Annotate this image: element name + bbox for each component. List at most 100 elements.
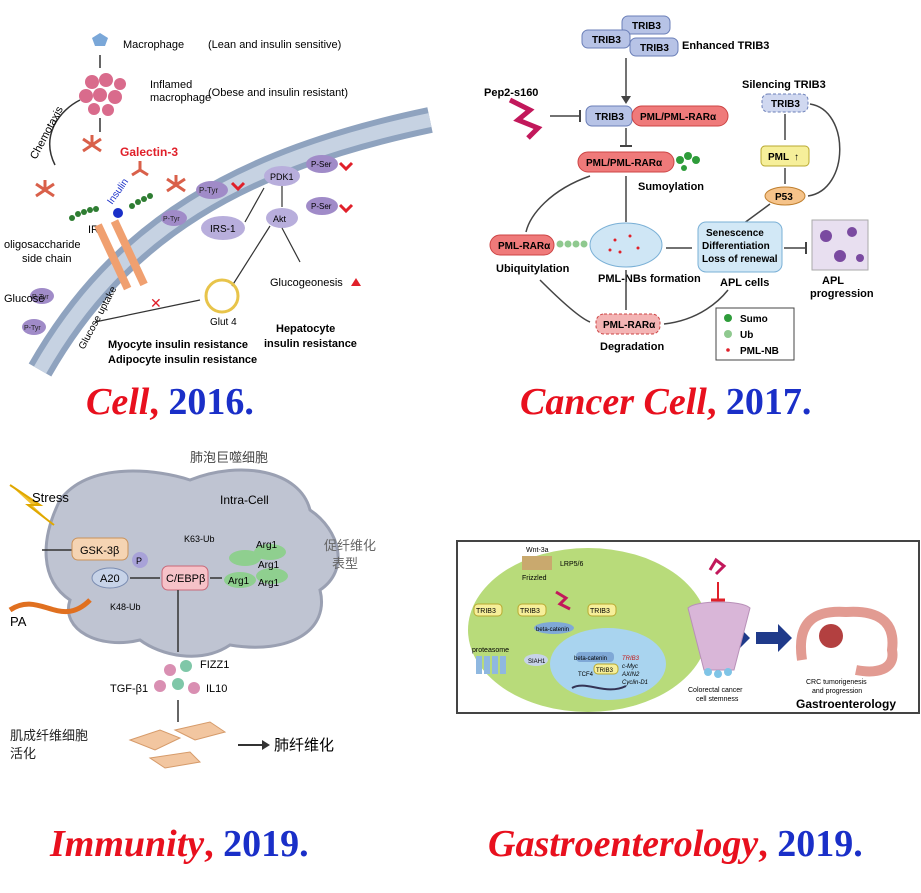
- a20-node: [91, 567, 129, 589]
- profibrotic-label-1: 促纤维化: [324, 538, 376, 553]
- oligo-label-1: oligosaccharide: [4, 239, 80, 251]
- ptyr-label-2: P-Tyr: [163, 216, 180, 223]
- macrophage-label: Macrophage: [123, 39, 184, 51]
- panel-immunity-2019-diagram: 肺泡巨噬细胞 Intra-Cell Stress GSK-3β P A20 C/…: [8, 450, 376, 769]
- stress-label: Stress: [32, 490, 69, 505]
- arg1-label-d: Arg1: [258, 578, 280, 589]
- crc-label-2: and progression: [812, 688, 862, 695]
- fibroblast-icons: [128, 721, 227, 769]
- ub-dots: [556, 240, 588, 248]
- alveolar-macrophage-cell: [44, 468, 340, 658]
- chemotaxis-label: Chemotaxis: [28, 104, 66, 161]
- up-arrow-icon: [351, 278, 361, 286]
- pser-label-2: P-Ser: [311, 202, 332, 211]
- ptyr-node-4: [22, 319, 46, 335]
- peptide-helix-icon: [708, 557, 727, 576]
- pml-rar-complex-node: [631, 105, 729, 127]
- akt-label: Akt: [273, 214, 287, 224]
- galectin-label: Galectin-3: [120, 145, 178, 159]
- sumoylation-label: Sumoylation: [638, 181, 704, 193]
- caption-year: 2019.: [777, 823, 863, 865]
- ubiquitylation-label: Ubiquitylation: [496, 263, 570, 275]
- trib3-silenced-label: TRIB3: [771, 99, 800, 110]
- myofibroblast-label-1: 肌成纤维细胞: [10, 728, 88, 743]
- down-arrow-icon: [338, 203, 354, 214]
- caption-year: 2016.: [168, 381, 254, 423]
- gastro-journal-label: Gastroenterology: [796, 697, 896, 711]
- gsk3b-label: GSK-3β: [80, 545, 119, 557]
- glucose-label: Glucose: [4, 293, 44, 305]
- lrp-label: LRP5/6: [560, 561, 583, 568]
- pser-node-1: [306, 155, 338, 173]
- tumor-icon: [819, 624, 843, 648]
- cytokine-dots: [154, 660, 200, 694]
- phospho-icon: [132, 552, 148, 568]
- receptor-icon: [522, 556, 552, 570]
- gsk3b-node: [71, 537, 129, 561]
- cebpb-node: [161, 565, 209, 591]
- akt-node: [266, 208, 298, 228]
- tcf4-label: TCF4: [578, 672, 594, 678]
- intra-cell-label: Intra-Cell: [220, 493, 269, 507]
- lung-fibrosis-label: 肺纤维化: [274, 737, 334, 754]
- sumo-legend-icon: [724, 314, 732, 322]
- crc-label-1: CRC tumorigenesis: [806, 679, 867, 686]
- pml-rar-complex-label: PML/PML-RARα: [640, 112, 717, 123]
- apl-progression-label-1: APL: [822, 275, 844, 287]
- myofibroblast-label-2: 活化: [10, 746, 36, 761]
- caption-comma: ,: [149, 381, 169, 423]
- ptyr-node-1: [196, 181, 228, 199]
- arg1-label-b: Arg1: [228, 576, 250, 587]
- glucogeonesis-label: Glucogeonesis: [270, 277, 343, 289]
- trib3-cluster: TRIB3 TRIB3 TRIB3: [581, 15, 679, 57]
- glut4-label: Glut 4: [210, 317, 237, 328]
- oligosaccharide-chain-icon: [69, 193, 153, 221]
- hepatocyte-label-2: insulin resistance: [264, 338, 357, 350]
- panel-cell-2016-diagram: Macrophage (Lean and insulin sensitive) …: [4, 33, 433, 377]
- siah1-label: SIAH1: [528, 659, 546, 665]
- caption-journal: Cell: [86, 381, 150, 423]
- hepatocyte-label-1: Hepatocyte: [276, 323, 335, 335]
- trib3-b-label: TRIB3: [520, 608, 540, 615]
- colon-icon: [795, 606, 898, 677]
- panel-cancer-cell-2017-diagram: TRIB3 TRIB3 TRIB3 Enhanced TRIB3 Pep2-s1…: [484, 15, 874, 361]
- inflamed-label: Inflamed: [150, 79, 192, 91]
- target-gene-0: TRIB3: [622, 656, 640, 662]
- trib3-right-label: TRIB3: [640, 43, 669, 54]
- stemness-label-2: cell stemness: [696, 696, 739, 703]
- pml-nb-legend-icon: [726, 348, 730, 352]
- trib3-d-label: TRIB3: [596, 668, 614, 674]
- caption-cell-2016: Cell, 2016.: [86, 380, 254, 424]
- peptide-helix-icon: [555, 590, 571, 611]
- legend-ub-label: Ub: [740, 330, 753, 341]
- differentiation-label: Differentiation: [702, 241, 770, 252]
- ptyr-label-3: P-Tyr: [32, 294, 49, 301]
- ub-legend-icon: [724, 330, 732, 338]
- legend-pml-nb-label: PML-NB: [740, 346, 779, 357]
- pml-rar-degraded-node: [595, 313, 661, 335]
- sumo-dots: [676, 152, 700, 171]
- inflamed-desc: (Obese and insulin resistant): [208, 87, 348, 99]
- adipocyte-label: Adipocyte insulin resistance: [108, 354, 257, 366]
- caption-journal: Gastroenterology: [488, 823, 759, 865]
- caption-immunity-2019: Immunity, 2019.: [50, 822, 309, 866]
- caption-comma: ,: [706, 381, 726, 423]
- caption-gastroenterology-2019: Gastroenterology, 2019.: [488, 822, 863, 866]
- insulin-receptor-icon: [94, 219, 148, 291]
- k48-ub-label: K48-Ub: [110, 602, 141, 612]
- apl-outcomes-box: [697, 221, 783, 273]
- down-arrow-icon: [230, 181, 246, 192]
- pa-helix-icon: [8, 598, 92, 614]
- glut4-vesicle: [204, 278, 240, 314]
- oligo-label-2: side chain: [22, 253, 72, 265]
- trib3-a-label: TRIB3: [476, 608, 496, 615]
- ptyr-label-4: P-Tyr: [24, 325, 41, 332]
- stemness-label-1: Colorectal cancer: [688, 687, 743, 694]
- beta-catenin-node: [534, 622, 574, 634]
- arg1-label-c: Arg1: [258, 560, 280, 571]
- caption-year: 2019.: [223, 823, 309, 865]
- down-arrow-icon: [338, 161, 354, 172]
- pml-nbs-circle: [589, 222, 663, 268]
- up-arrow-icon: ↑: [794, 152, 799, 163]
- trib3-c-label: TRIB3: [590, 608, 610, 615]
